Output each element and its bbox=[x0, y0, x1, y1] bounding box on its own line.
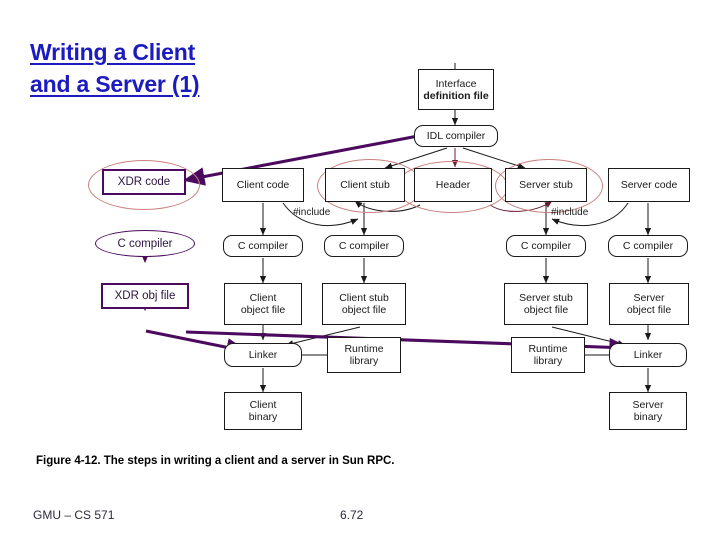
node-label-line-1: Client bbox=[249, 399, 277, 411]
node-server-code[interactable]: Server code bbox=[608, 168, 690, 202]
node-label-line-2: library bbox=[533, 355, 563, 367]
edge-label-include-client: #include bbox=[293, 207, 331, 218]
node-label: XDR obj file bbox=[114, 290, 176, 302]
node-server-stub[interactable]: Server stub bbox=[505, 168, 587, 202]
node-label: C compiler bbox=[622, 240, 674, 252]
page-title: Writing a Client and a Server (1) bbox=[30, 36, 360, 100]
node-server-binary[interactable]: Server binary bbox=[609, 392, 687, 430]
node-label: C compiler bbox=[520, 240, 572, 252]
page-title-line-1: Writing a Client bbox=[30, 39, 196, 65]
footer-slide-number: 6.72 bbox=[340, 508, 364, 522]
node-client-binary[interactable]: Client binary bbox=[224, 392, 302, 430]
edge-label-include-server: #include bbox=[551, 207, 589, 218]
node-label: Client stub bbox=[340, 179, 390, 191]
node-label-line-1: Runtime bbox=[528, 343, 568, 355]
node-label: C compiler bbox=[338, 240, 390, 252]
node-label: Linker bbox=[248, 349, 278, 361]
node-label-line-2: object file bbox=[523, 304, 569, 316]
node-client-object-file[interactable]: Client object file bbox=[224, 283, 302, 325]
footer-course-label: GMU – CS 571 bbox=[33, 508, 115, 522]
node-label-line-2: object file bbox=[240, 304, 286, 316]
node-label-line-2: binary bbox=[248, 411, 278, 423]
node-label-line-1: Client bbox=[249, 292, 277, 304]
node-runtime-library-server[interactable]: Runtime library bbox=[511, 337, 585, 373]
node-header[interactable]: Header bbox=[414, 168, 492, 202]
node-label-line-1: Server stub bbox=[519, 292, 573, 304]
node-c-compiler-server[interactable]: C compiler bbox=[608, 235, 688, 257]
node-c-compiler-xdr[interactable]: C compiler bbox=[95, 230, 195, 257]
node-interface-definition-file[interactable]: Interface definition file bbox=[418, 69, 494, 110]
rpc-pipeline-diagram: Interface definition file IDL compiler X… bbox=[0, 55, 720, 440]
node-label: Header bbox=[435, 179, 471, 191]
node-label-line-1: Server bbox=[633, 292, 665, 304]
node-label: Server code bbox=[620, 179, 678, 191]
node-label-line-1: Server bbox=[632, 399, 664, 411]
node-label-line-1: Client stub bbox=[339, 292, 389, 304]
node-label-line-2: library bbox=[349, 355, 379, 367]
node-label: Client code bbox=[236, 179, 290, 191]
node-server-stub-object-file[interactable]: Server stub object file bbox=[504, 283, 588, 325]
node-label: C compiler bbox=[237, 240, 289, 252]
node-c-compiler-server-stub[interactable]: C compiler bbox=[506, 235, 586, 257]
node-client-code[interactable]: Client code bbox=[222, 168, 304, 202]
node-client-stub-object-file[interactable]: Client stub object file bbox=[322, 283, 406, 325]
node-label: Server stub bbox=[519, 179, 573, 191]
node-runtime-library-client[interactable]: Runtime library bbox=[327, 337, 401, 373]
node-client-stub[interactable]: Client stub bbox=[325, 168, 405, 202]
node-c-compiler-client-stub[interactable]: C compiler bbox=[324, 235, 404, 257]
node-label-line-2: definition file bbox=[423, 89, 489, 102]
page-title-line-2: and a Server (1) bbox=[30, 71, 200, 97]
node-label: C compiler bbox=[117, 237, 173, 250]
node-c-compiler-client[interactable]: C compiler bbox=[223, 235, 303, 257]
node-xdr-obj-file[interactable]: XDR obj file bbox=[101, 283, 189, 309]
node-linker-server[interactable]: Linker bbox=[609, 343, 687, 367]
node-idl-compiler[interactable]: IDL compiler bbox=[414, 125, 498, 147]
node-label: IDL compiler bbox=[426, 130, 486, 142]
node-label-line-1: Runtime bbox=[344, 343, 384, 355]
node-label-line-2: binary bbox=[633, 411, 663, 423]
node-linker-client[interactable]: Linker bbox=[224, 343, 302, 367]
node-label-line-2: object file bbox=[626, 304, 672, 316]
node-xdr-code[interactable]: XDR code bbox=[102, 169, 186, 195]
node-label: XDR code bbox=[117, 176, 171, 188]
node-label: Linker bbox=[633, 349, 663, 361]
figure-caption: Figure 4-12. The steps in writing a clie… bbox=[36, 455, 395, 467]
node-server-object-file[interactable]: Server object file bbox=[609, 283, 689, 325]
node-label-line-1: Interface bbox=[435, 77, 477, 90]
node-label-line-2: object file bbox=[341, 304, 387, 316]
